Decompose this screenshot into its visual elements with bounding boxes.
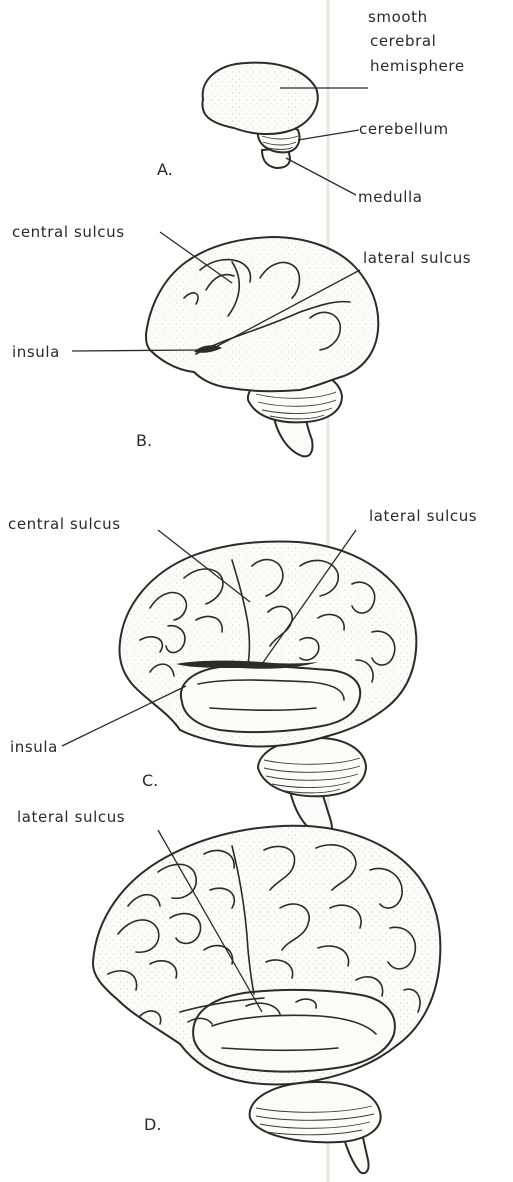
- svg-text:smooth: smooth: [368, 8, 428, 26]
- panel-a-medulla-pointer: [286, 158, 356, 195]
- svg-text:central sulcus: central sulcus: [8, 515, 121, 533]
- panel-c: central sulcus lateral sulcus insula C.: [8, 507, 477, 836]
- svg-text:lateral sulcus: lateral sulcus: [17, 808, 125, 826]
- panel-c-letter: C.: [142, 771, 158, 790]
- panel-d: lateral sulcus D.: [17, 808, 440, 1173]
- svg-text:insula: insula: [10, 738, 58, 756]
- svg-text:medulla: medulla: [358, 188, 423, 206]
- svg-text:insula: insula: [12, 343, 60, 361]
- panel-b-brain: [146, 237, 378, 456]
- svg-text:cerebral: cerebral: [370, 32, 436, 50]
- panel-a-medulla-label: medulla: [286, 158, 423, 206]
- svg-text:lateral sulcus: lateral sulcus: [369, 507, 477, 525]
- panel-a-letter: A.: [157, 160, 173, 179]
- panel-c-brain: [120, 541, 417, 836]
- panel-b-letter: B.: [136, 431, 152, 450]
- svg-text:lateral sulcus: lateral sulcus: [363, 249, 471, 267]
- svg-text:hemisphere: hemisphere: [370, 57, 465, 75]
- panel-a-cerebellum-label: cerebellum: [298, 120, 449, 140]
- svg-text:central sulcus: central sulcus: [12, 223, 125, 241]
- svg-text:cerebellum: cerebellum: [359, 120, 449, 138]
- panel-a-brain: [202, 63, 317, 168]
- panel-a: smooth cerebral hemisphere cerebellum me…: [157, 8, 465, 206]
- panel-d-letter: D.: [144, 1115, 161, 1134]
- panel-a-smooth-cerebral-hemisphere-label: smooth cerebral hemisphere: [280, 8, 465, 88]
- panel-b: central sulcus lateral sulcus insula B.: [12, 223, 471, 456]
